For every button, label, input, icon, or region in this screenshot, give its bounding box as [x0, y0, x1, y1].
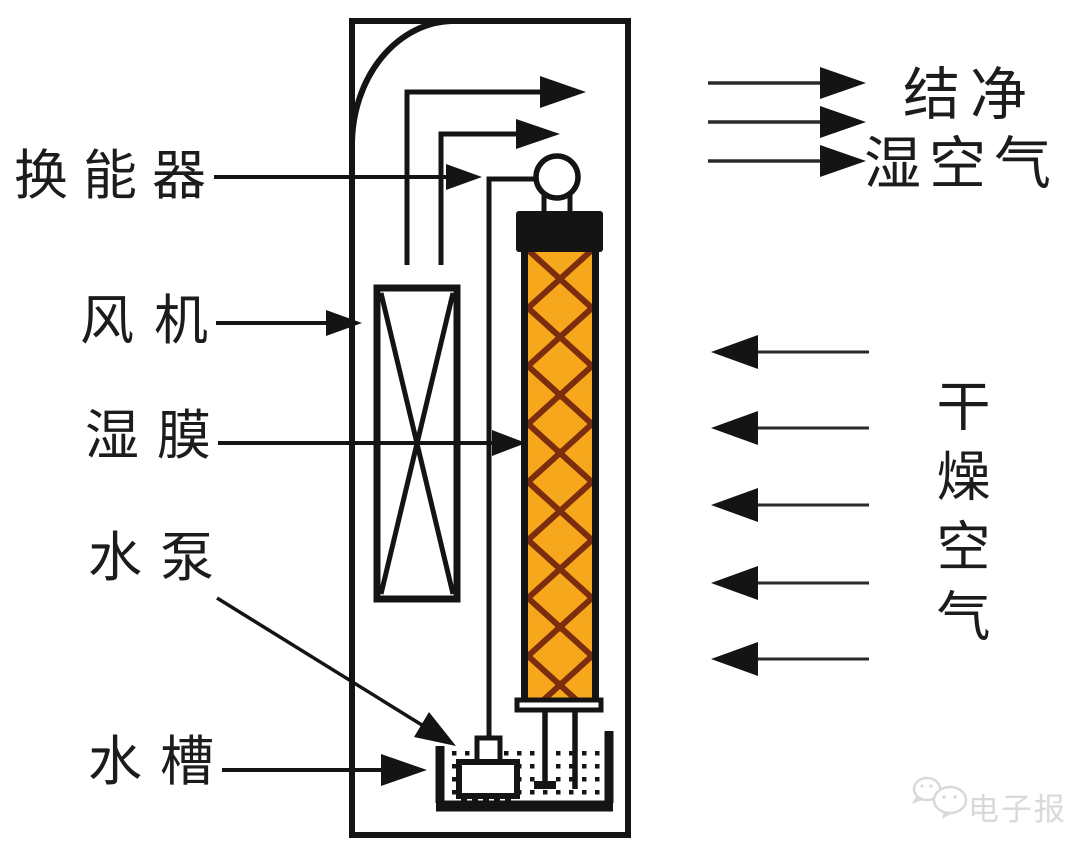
label-water-tank: 水槽: [88, 730, 232, 793]
transducer-pointer-arrowhead: [446, 164, 482, 190]
fan-pointer-arrowhead: [326, 310, 362, 336]
label-clean-air-line2: 湿空气: [864, 131, 1059, 197]
label-transducer: 换能器: [14, 144, 221, 207]
pump-body: [456, 759, 520, 799]
pump-pointer-arrowhead: [414, 712, 456, 746]
wechat-bubbles-icon: [912, 776, 968, 819]
pump-teeth: [461, 796, 511, 804]
inlet-arrows: [711, 335, 869, 676]
internal-airflow-line-1: [404, 89, 542, 265]
membrane-top-cap: [516, 211, 603, 252]
label-clean-air-line1: 结净: [903, 62, 1037, 128]
watermark-text: 电子报: [968, 792, 1067, 827]
label-wet-membrane: 湿膜: [85, 404, 229, 467]
pump-pointer-line: [216, 596, 431, 732]
pump-pipe-line: [486, 176, 536, 742]
tank-pointer-arrowhead: [381, 754, 427, 786]
inlet-guide-arc: [349, 18, 453, 143]
membrane-base-plate: [514, 697, 604, 713]
label-dry-air: 干燥空气: [927, 378, 990, 658]
internal-airflow-arrowhead-1: [540, 76, 586, 108]
label-fan: 风机: [80, 289, 228, 352]
wet-membrane-column: [521, 244, 599, 706]
internal-airflow-line-2: [438, 131, 518, 265]
outlet-arrows: [708, 67, 866, 177]
membrane-pointer-arrowhead: [492, 430, 526, 456]
internal-airflow-arrowhead-2: [516, 119, 560, 149]
transducer-ball: [533, 153, 581, 201]
label-water-pump: 水泵: [88, 526, 232, 589]
